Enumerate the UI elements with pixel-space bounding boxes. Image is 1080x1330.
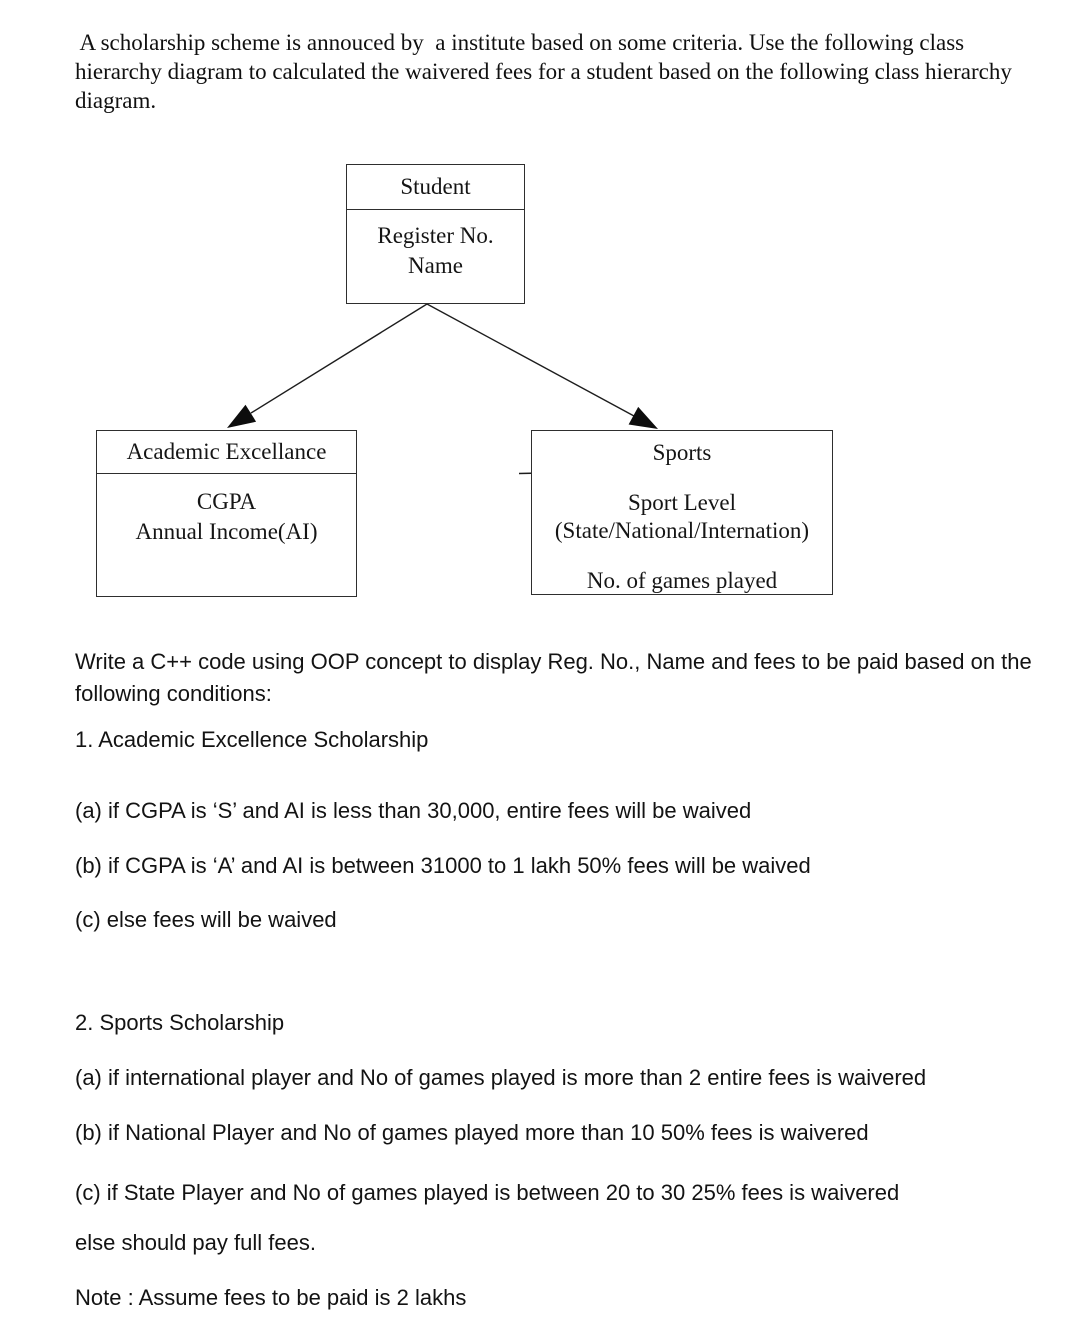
class-attribute: Sport Level [628,490,736,515]
class-attribute: No. of games played [586,568,778,593]
condition-item-sports-b: (b) if National Player and No of games p… [75,1120,869,1145]
class-box-student: Student Register No. Name [346,164,525,304]
class-attribute: Name [408,253,463,278]
section-heading-academic: 1. Academic Excellence Scholarship [75,727,429,752]
condition-item-sports-a: (a) if international player and No of ga… [75,1065,927,1090]
fees-note: Note : Assume fees to be paid is 2 lakhs [75,1285,467,1310]
class-attributes-student: Register No. Name [347,210,524,281]
problem-statement: A scholarship scheme is annouced by a in… [75,28,1065,115]
task-description-line: Write a C++ code using OOP concept to di… [75,649,1032,674]
problem-statement-line: A scholarship scheme is annouced by a in… [75,30,965,55]
class-title-academic-excellance: Academic Excellance [97,431,356,474]
task-description-line: following conditions: [75,681,272,706]
else-condition: else should pay full fees. [75,1230,316,1255]
connector-line-left [250,303,428,414]
arrowhead-right-icon [628,406,658,429]
section-heading-sports: 2. Sports Scholarship [75,1010,285,1035]
class-box-sports: Sports Sport Level (State/National/Inter… [531,430,833,595]
class-attribute: Register No. [377,223,494,248]
condition-item-academic-c: (c) else fees will be waived [75,907,337,932]
class-attribute: Annual Income(AI) [135,519,318,544]
class-attributes-academic: CGPA Annual Income(AI) [97,474,356,547]
connector-line-right [426,303,635,417]
class-title-student: Student [347,165,524,210]
class-attribute: (State/National/Internation) [554,518,810,543]
condition-item-academic-a: (a) if CGPA is ‘S’ and AI is less than 3… [75,798,752,823]
class-attributes-sports: Sport Level (State/National/Internation)… [532,475,832,595]
problem-statement-line: diagram. [75,88,157,113]
class-title-sports: Sports [652,440,712,465]
condition-item-academic-b: (b) if CGPA is ‘A’ and AI is between 310… [75,853,811,878]
class-box-academic-excellance: Academic Excellance CGPA Annual Income(A… [96,430,357,597]
problem-statement-line: hierarchy diagram to calculated the waiv… [75,59,1012,84]
condition-item-sports-c: (c) if State Player and No of games play… [75,1180,900,1205]
arrowhead-left-icon [227,404,257,428]
class-attribute: CGPA [196,489,257,514]
